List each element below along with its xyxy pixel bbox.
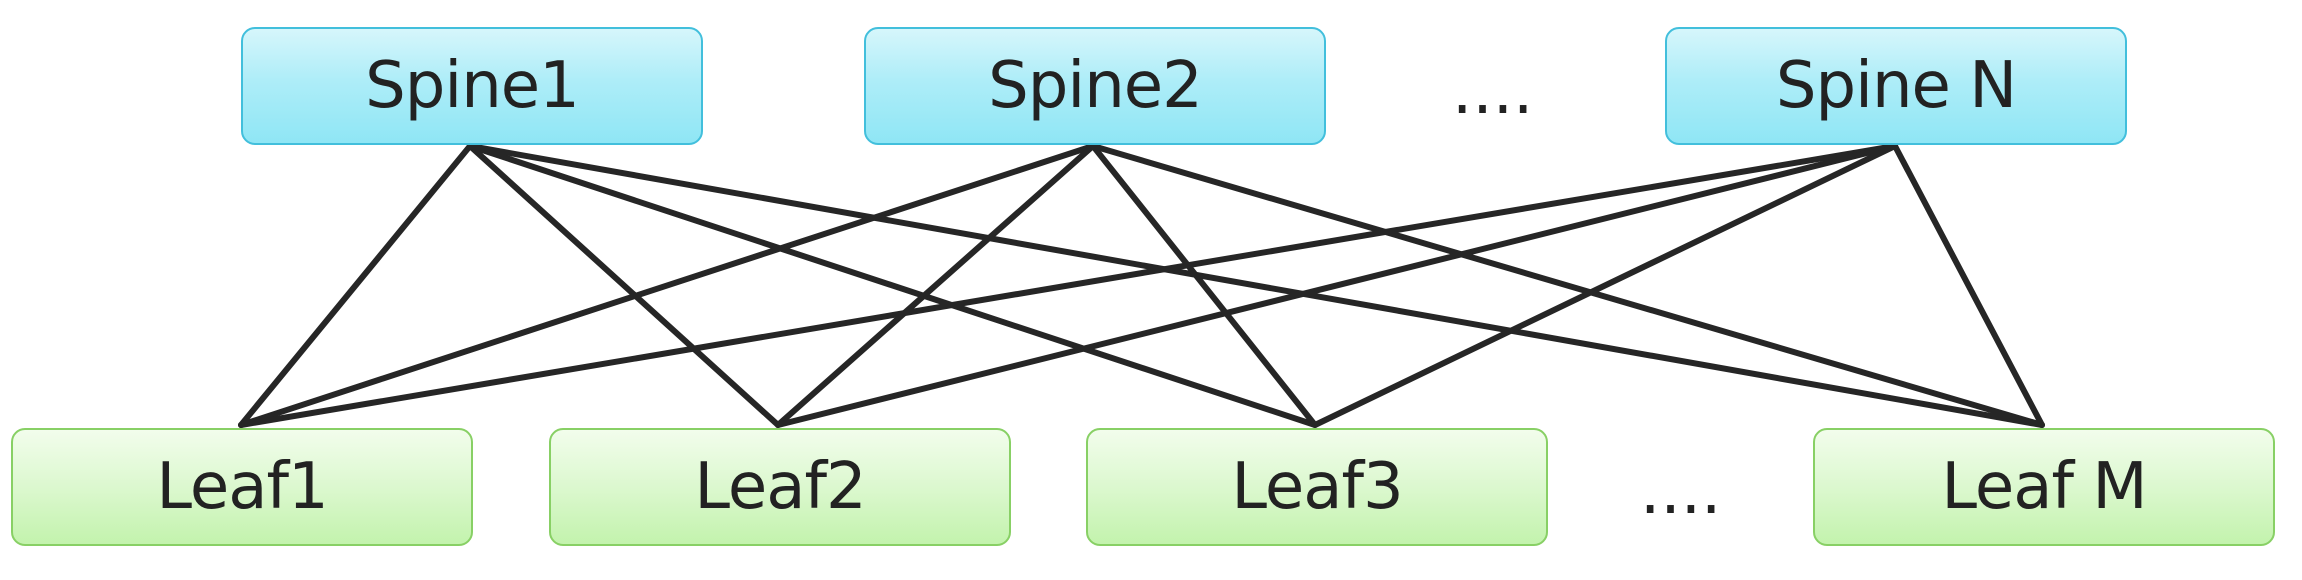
link-spine-1-leaf-2 [467,143,781,428]
leaf-ellipsis: .... [1640,455,1722,529]
leaf-node-1-label: Leaf1 [156,450,328,524]
leaf-node-m-label: Leaf M [1941,450,2147,524]
link-spine-2-leaf-2 [775,143,1096,428]
link-spine-1-leaf-3 [467,143,1318,428]
spine-node-2-label: Spine2 [988,49,1203,123]
leaf-node-2: Leaf2 [549,428,1011,546]
spine-ellipsis: .... [1452,55,1534,129]
link-spine-3-leaf-1 [238,143,1898,428]
leaf-node-3-label: Leaf3 [1231,450,1403,524]
link-spine-3-leaf-2 [775,143,1898,428]
link-spine-2-leaf-3 [1090,143,1318,428]
spine-node-1-label: Spine1 [365,49,580,123]
link-spine-3-leaf-3 [1312,143,1898,428]
link-spine-1-leaf-4 [467,143,2045,428]
link-spine-2-leaf-4 [1090,143,2045,428]
leaf-node-1: Leaf1 [11,428,473,546]
spine-node-n: Spine N [1665,27,2127,145]
spine-node-1: Spine1 [241,27,703,145]
leaf-node-m: Leaf M [1813,428,2275,546]
spine-node-n-label: Spine N [1775,49,2017,123]
link-spine-1-leaf-1 [238,143,473,428]
link-spine-3-leaf-4 [1892,143,2045,428]
spine-node-2: Spine2 [864,27,1326,145]
leaf-node-2-label: Leaf2 [694,450,866,524]
link-spine-2-leaf-1 [238,143,1096,428]
leaf-node-3: Leaf3 [1086,428,1548,546]
